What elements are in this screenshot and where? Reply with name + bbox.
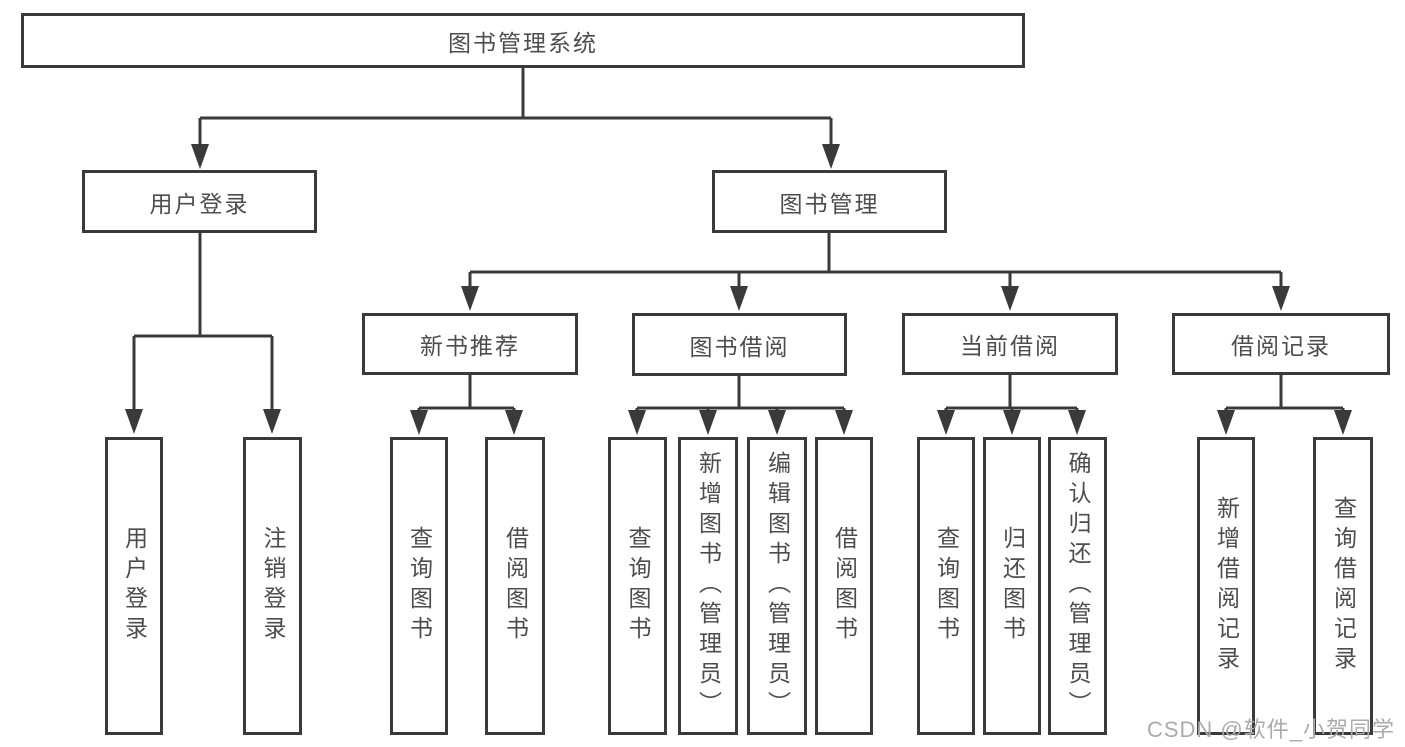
- leaf-borrowing-borrow-books: 借阅图书: [815, 437, 873, 735]
- connector-new-book-recommend: [417, 375, 516, 412]
- leaf-borrowing-borrow-books-label: 借阅图书: [831, 526, 858, 646]
- leaf-current-query-books-label: 查询图书: [933, 526, 960, 646]
- leaf-current-query-books: 查询图书: [917, 437, 975, 735]
- leaf-records-add-record-label: 新增借阅记录: [1213, 496, 1240, 676]
- leaf-logout: 注销登录: [243, 437, 302, 735]
- node-user-login-label: 用户登录: [149, 190, 250, 217]
- leaf-current-return-books: 归还图书: [983, 437, 1041, 735]
- connector-borrowing-records: [1224, 375, 1345, 412]
- node-current-borrowing-label: 当前借阅: [960, 333, 1060, 359]
- leaf-borrowing-add-books: 新增图书（管理员）: [678, 437, 738, 735]
- leaf-recommend-query-books: 查询图书: [390, 437, 448, 735]
- leaf-borrowing-edit-books: 编辑图书（管理员）: [747, 437, 807, 735]
- watermark: CSDN @软件_小贺同学: [1146, 717, 1395, 742]
- node-new-book-recommend: 新书推荐: [362, 313, 578, 375]
- connector-current-borrowing: [944, 375, 1079, 412]
- leaf-records-query-record: 查询借阅记录: [1313, 437, 1373, 735]
- node-book-management: 图书管理: [712, 170, 947, 233]
- node-root: 图书管理系统: [21, 13, 1025, 68]
- leaf-user-login: 用户登录: [105, 437, 163, 735]
- leaf-recommend-borrow-books-label: 借阅图书: [502, 526, 529, 646]
- leaf-borrowing-query-books: 查询图书: [608, 437, 667, 735]
- node-new-book-recommend-label: 新书推荐: [420, 333, 520, 359]
- leaf-recommend-query-books-label: 查询图书: [406, 526, 433, 646]
- node-borrowing-records-label: 借阅记录: [1231, 333, 1331, 359]
- connector-book-borrowing: [635, 376, 846, 412]
- leaf-current-return-books-label: 归还图书: [999, 526, 1026, 646]
- node-book-borrowing: 图书借阅: [632, 313, 847, 376]
- leaf-borrowing-add-books-label: 新增图书（管理员）: [695, 451, 722, 721]
- node-root-label: 图书管理系统: [448, 29, 598, 56]
- node-borrowing-records: 借阅记录: [1172, 313, 1390, 375]
- node-book-borrowing-label: 图书借阅: [689, 333, 790, 360]
- leaf-current-confirm-return: 确认归还（管理员）: [1048, 437, 1107, 735]
- node-current-borrowing: 当前借阅: [902, 313, 1118, 375]
- leaf-records-add-record: 新增借阅记录: [1197, 437, 1255, 735]
- leaf-borrowing-query-books-label: 查询图书: [625, 526, 651, 646]
- connector-root: [198, 68, 833, 146]
- leaf-recommend-borrow-books: 借阅图书: [485, 437, 545, 735]
- node-book-management-label: 图书管理: [779, 190, 880, 217]
- connector-user-login: [132, 233, 274, 411]
- leaf-logout-label: 注销登录: [260, 526, 286, 646]
- leaf-borrowing-edit-books-label: 编辑图书（管理员）: [764, 451, 791, 721]
- arrowheads: [125, 144, 1352, 435]
- connector-book-management: [468, 233, 1283, 288]
- node-user-login: 用户登录: [82, 170, 317, 233]
- leaf-user-login-label: 用户登录: [121, 526, 148, 646]
- leaf-records-query-record-label: 查询借阅记录: [1330, 496, 1357, 676]
- leaf-current-confirm-return-label: 确认归还（管理员）: [1065, 451, 1091, 721]
